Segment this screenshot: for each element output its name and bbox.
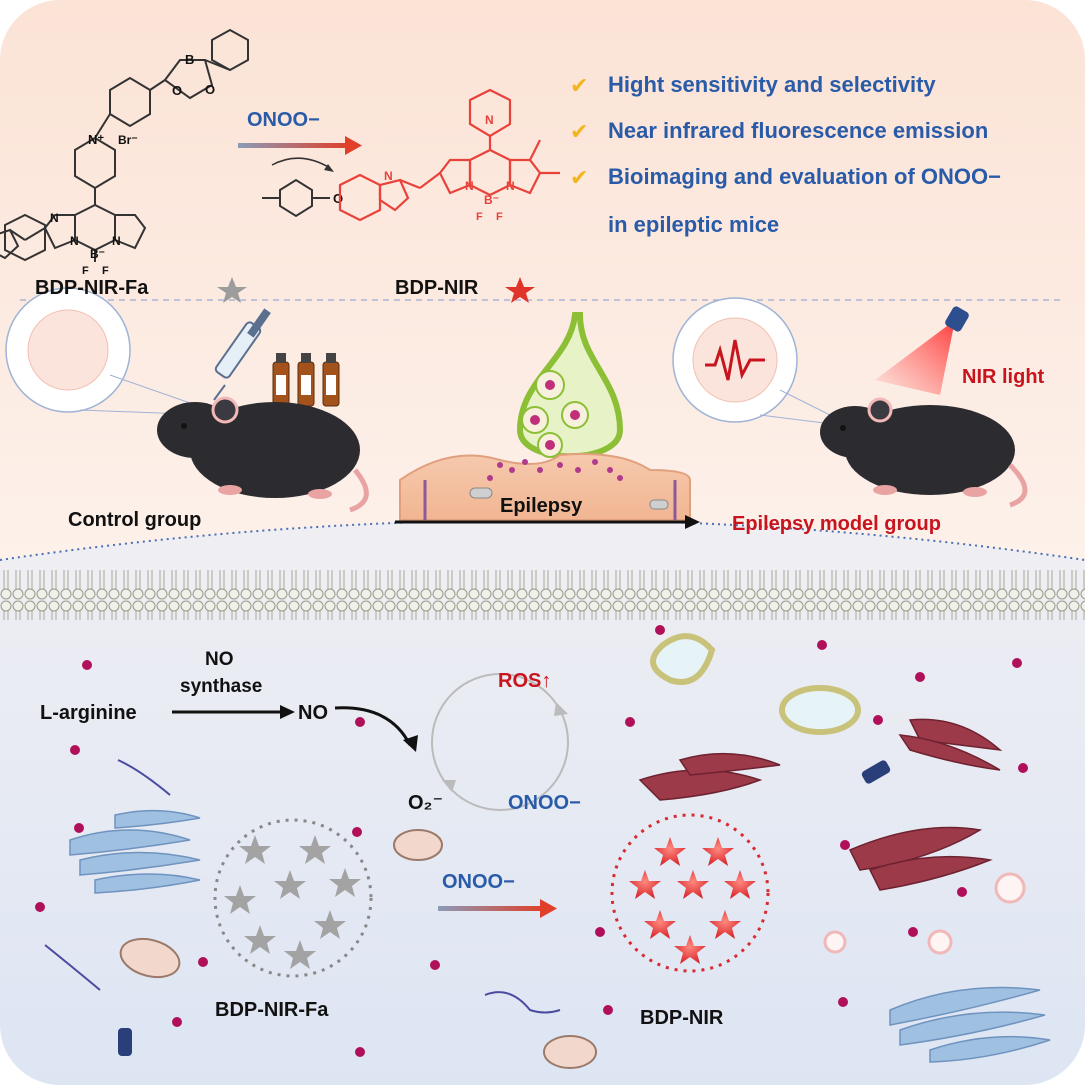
ros-cycle-ring — [431, 673, 569, 811]
atom-oxygen-2: O — [205, 82, 215, 97]
cylinder-organelle — [861, 760, 891, 784]
epilepsy-model-group-label: Epilepsy model group — [732, 513, 941, 535]
mitochondria — [119, 829, 597, 1069]
atom-f-2: F — [102, 265, 109, 277]
product-nanoparticle — [610, 813, 770, 973]
probe-stars — [224, 835, 361, 969]
enzyme-label-line1: NO — [205, 649, 234, 670]
epilepsy-mouse-illustration — [820, 397, 1028, 508]
check-icon-3: ✔ — [570, 166, 589, 191]
control-brain-tissue — [27, 309, 109, 391]
probe-name-top: BDP-NIR-Fa — [35, 277, 149, 299]
probe-name-bottom: BDP-NIR-Fa — [215, 999, 329, 1021]
enzyme-label-line2: synthase — [180, 676, 263, 697]
bottom-reagent-label: ONOO− — [442, 871, 515, 893]
ros-particles — [35, 625, 1028, 1057]
vials-icon — [272, 353, 340, 407]
nir-light-label: NIR light — [962, 366, 1045, 388]
reaction-arrow-bottom — [438, 906, 543, 911]
control-group-label: Control group — [68, 509, 202, 531]
atom-n-right: N — [112, 234, 121, 248]
check-icon-2: ✔ — [570, 120, 589, 145]
atom-bromide: Br⁻ — [118, 133, 138, 147]
atom-product-n-left: N — [465, 179, 474, 193]
endoplasmic-reticulum-3 — [848, 826, 993, 891]
check-icon-1: ✔ — [570, 74, 589, 99]
top-reagent-label: ONOO− — [247, 109, 320, 131]
syringe-icon — [213, 308, 271, 401]
microtubule-strands — [44, 759, 561, 1014]
golgi-apparatus-1 — [69, 809, 201, 894]
small-vesicles — [823, 872, 1026, 955]
atom-product-boron: B⁻ — [484, 193, 499, 207]
cell-membrane — [0, 570, 1085, 620]
atom-product-f-1: F — [476, 211, 483, 223]
vesicle-1 — [650, 633, 716, 685]
quinone-methide-byproduct — [262, 178, 330, 218]
golgi-apparatus-2 — [889, 986, 1051, 1063]
atom-boron-core: B⁻ — [90, 247, 105, 261]
endoplasmic-reticulum-1 — [638, 752, 781, 801]
seizure-signal-icon — [705, 339, 765, 381]
l-arginine-label: L-arginine — [40, 702, 137, 724]
atom-product-pyridine-n: N — [485, 113, 494, 127]
atom-f-1: F — [82, 265, 89, 277]
nir-lamp-icon — [945, 306, 969, 332]
vesicle-2 — [779, 685, 861, 735]
curved-leaving-arrow — [271, 157, 331, 169]
product-stars — [629, 837, 756, 964]
reaction-arrow-top — [238, 143, 348, 148]
product-name-top: BDP-NIR — [395, 277, 479, 299]
feature-3: Bioimaging and evaluation of ONOO− — [608, 164, 1001, 189]
atom-product-n-right: N — [506, 179, 515, 193]
product-name-bottom: BDP-NIR — [640, 1007, 724, 1029]
probe-molecule-structure — [0, 28, 249, 262]
atom-n-left: N — [70, 234, 79, 248]
feature-4: in epileptic mice — [608, 212, 780, 237]
ros-label: ROS↑ — [498, 670, 552, 692]
superoxide-label: O₂⁻ — [408, 792, 443, 814]
atom-quinone-o: O — [333, 191, 343, 206]
no-to-superoxide-arrow — [334, 706, 412, 746]
no-label: NO — [298, 702, 328, 724]
probe-nanoparticle — [213, 818, 373, 978]
atom-product-n-indoline: N — [384, 169, 393, 183]
peroxynitrite-label: ONOO− — [508, 792, 581, 814]
epilepsy-label: Epilepsy — [500, 495, 583, 517]
red-star-icon — [505, 277, 535, 303]
grey-star-icon — [217, 277, 247, 303]
atom-boron: B — [185, 52, 194, 67]
atom-oxygen-1: O — [172, 83, 182, 98]
atom-pyridinium: N⁺ — [88, 132, 104, 147]
feature-2: Near infrared fluorescence emission — [608, 118, 989, 143]
endoplasmic-reticulum-2 — [898, 718, 1003, 771]
product-molecule-structure — [338, 88, 560, 222]
cylinder-organelle-2 — [118, 1028, 132, 1056]
nir-light-beam — [875, 320, 955, 395]
synapse-illustration — [399, 312, 691, 521]
bottom-background — [0, 560, 1085, 1085]
control-mouse-illustration — [157, 396, 369, 513]
atom-product-f-2: F — [496, 211, 503, 223]
feature-1: Hight sensitivity and selectivity — [608, 72, 936, 97]
atom-n-indoline: N — [50, 211, 59, 225]
